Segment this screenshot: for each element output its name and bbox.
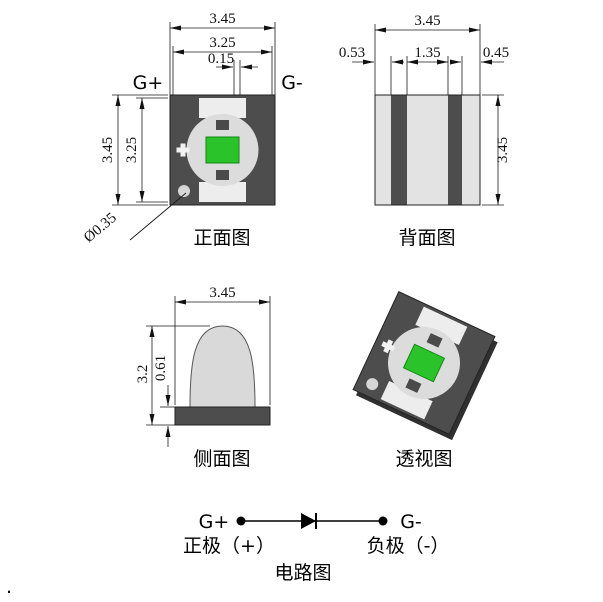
front-dim-hole-dia: Ø0.35	[81, 210, 120, 246]
back-dim-width: 3.45	[414, 13, 440, 29]
front-electrode-top	[216, 120, 229, 130]
side-dome	[189, 325, 256, 408]
footer-dot: .	[6, 576, 12, 598]
persp-electrode-bottom	[405, 378, 422, 393]
back-dim-right: 3.45	[482, 94, 511, 206]
side-base	[174, 406, 271, 426]
side-dim-left: 3.2 0.61	[135, 325, 210, 447]
persp-index-hole	[366, 378, 379, 391]
back-view-label: 背面图	[398, 227, 455, 249]
diode-symbol	[301, 513, 316, 529]
circuit-cathode-label: 负极（-）	[367, 535, 450, 557]
back-dim-top: 3.45 0.53 1.35 0.45	[339, 13, 509, 95]
side-view-label: 侧面图	[193, 448, 250, 470]
back-package-outline	[374, 94, 481, 206]
front-dim-height-outer: 3.45	[100, 137, 116, 163]
front-dim-gap: 0.15	[208, 51, 234, 67]
front-view: 3.45 3.25 0.15 G+ G- 3.45 3.25	[81, 11, 303, 249]
persp-polarity-plus-mark	[381, 339, 396, 354]
front-notch-bottom	[199, 182, 246, 202]
front-view-label: 正面图	[193, 227, 250, 249]
front-pin-gplus-label: G+	[133, 72, 164, 94]
back-pad-strip-left	[391, 95, 407, 205]
circuit-pin-gminus-label: G-	[400, 511, 422, 533]
front-electrode-bottom	[216, 170, 229, 180]
front-dim-width-outer: 3.45	[209, 11, 235, 27]
perspective-view	[352, 290, 498, 441]
front-led-chip	[205, 136, 240, 164]
side-dim-width: 3.45	[209, 285, 235, 301]
front-dim-height-inner: 3.25	[124, 137, 140, 163]
back-view: 3.45 0.53 1.35 0.45 3.45 背面图	[339, 13, 511, 249]
front-index-hole	[178, 185, 190, 197]
side-view: 3.45 3.2 0.61 侧面图	[135, 285, 271, 470]
front-dim-top: 3.45 3.25 0.15	[169, 11, 276, 95]
back-dim-seg-right: 0.45	[483, 45, 509, 61]
back-dim-height: 3.45	[495, 137, 511, 163]
persp-notch-top	[415, 306, 468, 346]
front-pin-gminus-label: G-	[281, 72, 303, 94]
circuit-diagram-label: 电路图	[274, 562, 331, 584]
front-dim-width-inner: 3.25	[209, 35, 235, 51]
front-polarity-plus-mark	[176, 143, 190, 157]
side-dim-base-height: 0.61	[153, 355, 169, 381]
circuit-anode-label: 正极（+）	[183, 535, 275, 557]
circuit-pin-gplus-label: G+	[199, 511, 230, 533]
circuit-cathode-dot	[378, 516, 388, 526]
back-package-body	[374, 94, 481, 206]
persp-electrode-top	[426, 333, 443, 348]
perspective-view-label: 透视图	[395, 448, 452, 470]
back-dim-seg-mid: 1.35	[414, 45, 440, 61]
back-pad-strip-right	[448, 95, 462, 205]
persp-led-chip	[402, 343, 446, 383]
front-notch-top	[199, 98, 246, 118]
circuit-diagram: G+ G- 正极（+） 负极（-） 电路图	[183, 511, 449, 584]
persp-notch-bottom	[380, 380, 433, 420]
back-dim-seg-left: 0.53	[339, 45, 365, 61]
front-dim-left: 3.45 3.25	[100, 94, 168, 206]
side-dim-top: 3.45	[174, 285, 271, 405]
side-dim-height: 3.2	[135, 365, 151, 384]
